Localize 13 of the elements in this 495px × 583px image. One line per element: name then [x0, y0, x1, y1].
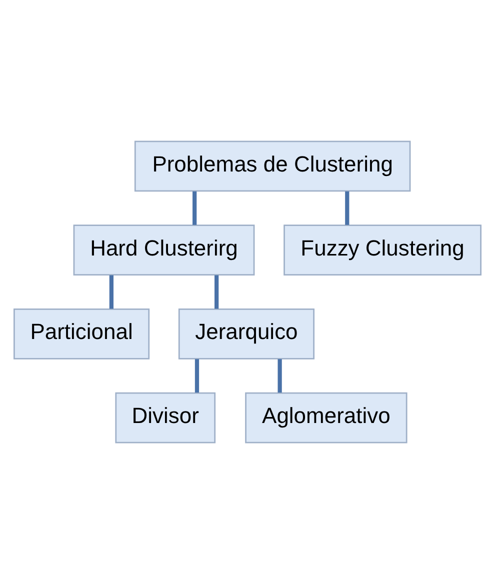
node-box: Hard Clusterirg [73, 224, 255, 275]
connector [194, 358, 200, 392]
node-box: Divisor [115, 392, 216, 443]
node-box: Jerarquico [178, 308, 314, 359]
node-box: Problemas de Clustering [134, 140, 411, 192]
node-box: Aglomerativo [245, 392, 408, 443]
connector [278, 358, 282, 392]
connector [214, 274, 219, 308]
connector [192, 190, 197, 224]
node-box: Particional [14, 308, 150, 359]
connector [345, 190, 350, 224]
connector [109, 274, 114, 308]
node-box: Fuzzy Clustering [284, 224, 482, 275]
